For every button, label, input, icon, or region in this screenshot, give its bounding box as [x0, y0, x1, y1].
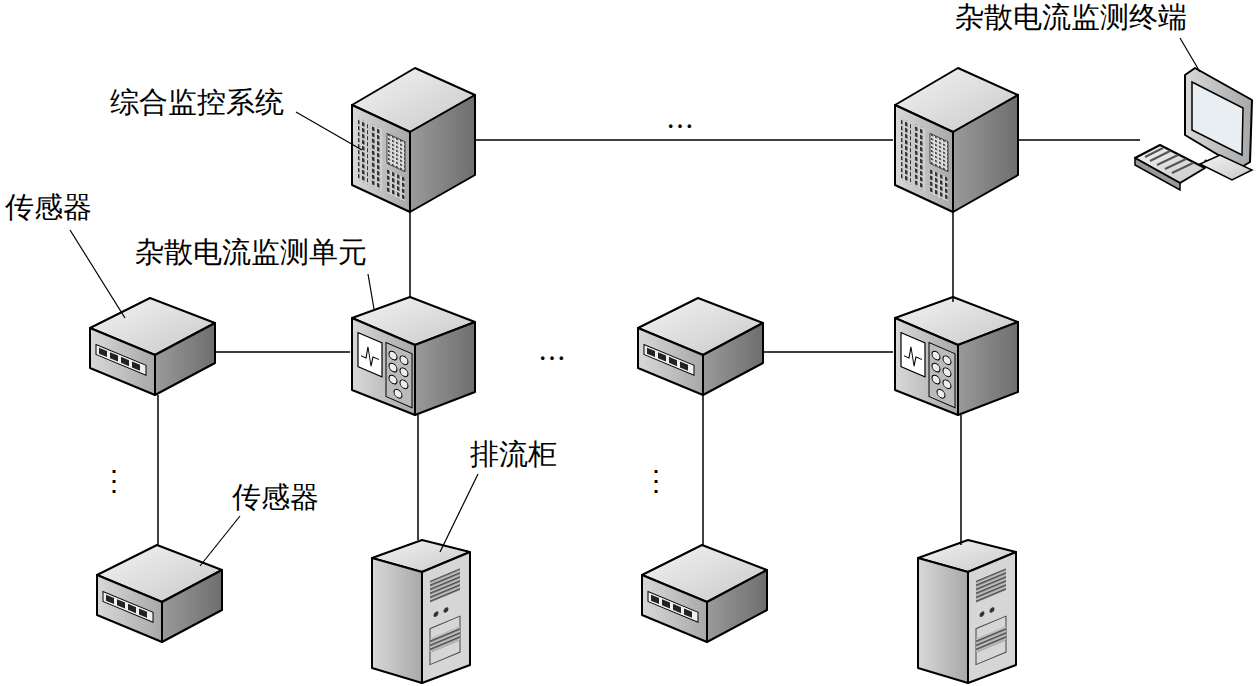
drain-cabinet-icon: 排流柜: [372, 540, 470, 683]
server-icon: 综合监控系统: [350, 68, 475, 212]
connector-line: [215, 352, 350, 353]
layout-wires: [475, 140, 1140, 545]
ellipsis-mark: …: [664, 104, 696, 134]
callout-label: 杂散电流监测单元: [135, 235, 367, 269]
ellipsis-mark: ⋮: [640, 466, 672, 496]
callout-label: 综合监控系统: [110, 85, 284, 119]
callout-label: 排流柜: [470, 437, 557, 471]
callout-label: 杂散电流监测终端: [955, 0, 1187, 34]
connector-line: [418, 415, 419, 540]
sensor-icon: 传感器: [88, 298, 215, 395]
terminal-icon: 杂散电流监测终端: [1135, 65, 1252, 190]
terminal-icon: [1135, 68, 1252, 190]
ellipsis-mark: ⋮: [98, 466, 130, 496]
sensor-icon: 传感器: [95, 545, 222, 642]
callout-label: 传感器: [232, 480, 319, 514]
connector-line: [158, 395, 159, 545]
callout-label: 传感器: [5, 190, 92, 224]
ellipsis-mark: …: [536, 336, 568, 366]
monitor-unit-icon: 杂散电流监测单元: [350, 297, 475, 415]
connector-line: [410, 212, 411, 297]
leader-lines: [70, 38, 1200, 566]
